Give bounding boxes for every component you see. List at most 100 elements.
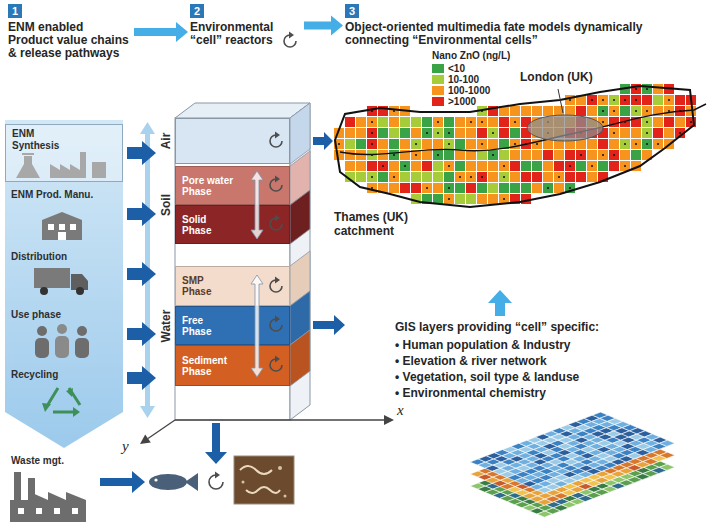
gis-layers [659, 440, 675, 446]
catchment-map [591, 99, 593, 101]
catchment-map [371, 176, 373, 178]
phase-box: Solid Phase [175, 205, 290, 244]
cycle-symbol [275, 277, 280, 284]
catchment-map [488, 117, 498, 127]
catchment-map [488, 139, 498, 149]
catchment-map [631, 95, 641, 105]
catchment-map [444, 194, 454, 204]
stage-label: ENM Synthesis [12, 128, 70, 152]
catchment-map [433, 172, 443, 182]
recycle-icon [73, 407, 80, 417]
catchment-map [400, 117, 410, 127]
catchment-map [426, 187, 428, 189]
catchment-map [521, 183, 531, 193]
catchment-map [466, 172, 476, 182]
cycle-symbol [275, 132, 280, 139]
lifecycle-stage: ENM Synthesis [5, 124, 123, 182]
people-icon [37, 326, 47, 336]
soil-biota-icon [278, 466, 282, 470]
catchment-map [477, 161, 487, 171]
catchment-map [378, 117, 388, 127]
catchment-map [389, 183, 399, 193]
recycle-icon [47, 388, 80, 412]
phase-label: Sediment Phase [182, 355, 248, 377]
catchment-map [558, 176, 560, 178]
catchment-map [598, 161, 608, 171]
catchment-map [576, 161, 586, 171]
catchment-map [543, 106, 553, 116]
catchment-map [609, 106, 619, 116]
catchment-map [345, 161, 355, 171]
catchment-map [620, 139, 630, 149]
catchment-map [613, 99, 615, 101]
catchment-map [481, 121, 483, 123]
catchment-map [466, 161, 476, 171]
gis-item: • Vegetation, soil type & landuse [395, 370, 579, 384]
catchment-map [411, 117, 421, 127]
catchment-map [554, 150, 564, 160]
phase-box: Pore water Phase [175, 166, 290, 205]
catchment-map [338, 143, 340, 145]
catchment-map [488, 150, 498, 160]
stage-label: Waste mgt. [11, 455, 89, 467]
catchment-map [499, 183, 509, 193]
catchment-map [411, 128, 421, 138]
catchment-map [488, 194, 498, 204]
catchment-map [400, 161, 410, 171]
catchment-map [356, 161, 366, 171]
legend-swatch [432, 64, 444, 73]
fish-icon [149, 474, 187, 490]
catchment-map [587, 95, 597, 105]
catchment-map [631, 139, 641, 149]
catchment-map [389, 161, 399, 171]
waste-plant-icon [10, 492, 86, 522]
catchment-map [609, 161, 619, 171]
catchment-map [620, 106, 630, 116]
catchment-map [345, 128, 355, 138]
flow-arrow [127, 262, 156, 286]
catchment-map [466, 183, 476, 193]
catchment-map [444, 150, 454, 160]
catchment-map [653, 139, 663, 149]
catchment-map [558, 89, 563, 113]
catchment-map [367, 128, 377, 138]
flow-arrow [127, 366, 156, 390]
catchment-map [664, 95, 674, 105]
compartment-label: Air [160, 133, 173, 150]
catchment-map [470, 176, 472, 178]
catchment-map [400, 183, 410, 193]
step-number: 2 [190, 4, 204, 18]
catchment-map [389, 106, 399, 116]
catchment-map [433, 183, 443, 193]
catchment-map [477, 183, 487, 193]
exchange-arrow [251, 171, 263, 239]
catchment-map [664, 117, 674, 127]
catchment-map [642, 128, 652, 138]
axis [148, 420, 175, 439]
catchment-map [488, 161, 498, 171]
exchange-arrow [251, 275, 263, 377]
catchment-map [477, 128, 487, 138]
catchment-map [642, 95, 652, 105]
legend-swatch [432, 86, 444, 95]
catchment-map [521, 172, 531, 182]
place-label: Thames (UK) catchment [332, 210, 420, 238]
catchment-map [371, 143, 373, 145]
catchment-map [477, 150, 487, 160]
catchment-map [679, 132, 681, 134]
catchment-map [543, 150, 553, 160]
catchment-map [587, 150, 597, 160]
recycle-icon [42, 388, 80, 417]
step-title: Environmental “cell” reactors [190, 21, 300, 47]
soil-biota-icon [240, 466, 272, 474]
catchment-map [466, 150, 476, 160]
compartment-label: Water [160, 310, 173, 343]
compartment: SoilPore water PhaseSolid Phase [158, 166, 290, 244]
catchment-map [400, 139, 410, 149]
cycle-symbol [275, 356, 280, 363]
people-icon [57, 324, 67, 334]
lifecycle-stage: ENM Prod. Manu. [5, 186, 123, 242]
catchment-map [466, 117, 476, 127]
catchment-map [569, 165, 571, 167]
flow-arrow [127, 322, 156, 346]
